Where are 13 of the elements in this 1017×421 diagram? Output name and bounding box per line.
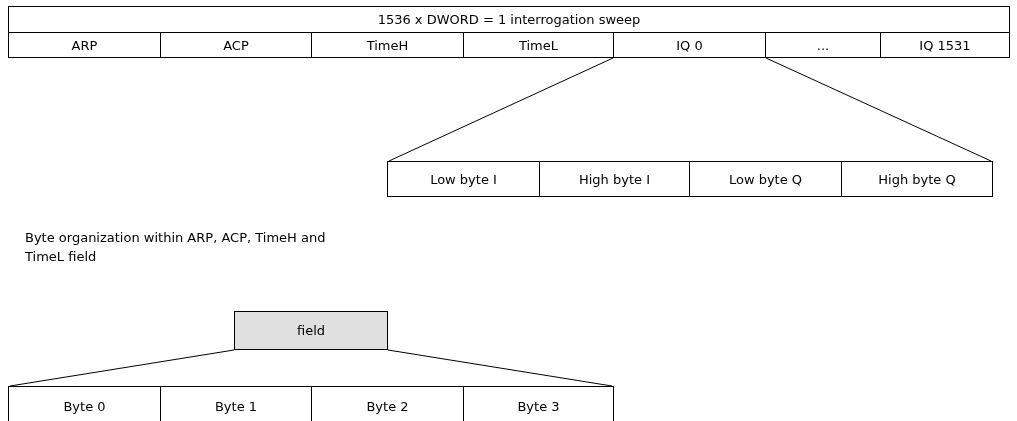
byte-cell: High byte I <box>539 161 690 197</box>
field-cell: ARP <box>8 32 161 58</box>
expansion-line <box>388 57 614 162</box>
field-cell: IQ 1531 <box>880 32 1010 58</box>
byte-cell: High byte Q <box>841 161 993 197</box>
header-cell: 1536 x DWORD = 1 interrogation sweep <box>8 6 1010 33</box>
note-text: Byte organization within ARP, ACP, TimeH and TimeL field <box>25 229 327 266</box>
byte-cell: Byte 0 <box>8 386 161 421</box>
field-box: field <box>234 311 388 350</box>
byte-cell: Low byte I <box>387 161 540 197</box>
byte-cell: Byte 3 <box>463 386 614 421</box>
byte-cell: Low byte Q <box>689 161 842 197</box>
expansion-line <box>765 57 992 162</box>
